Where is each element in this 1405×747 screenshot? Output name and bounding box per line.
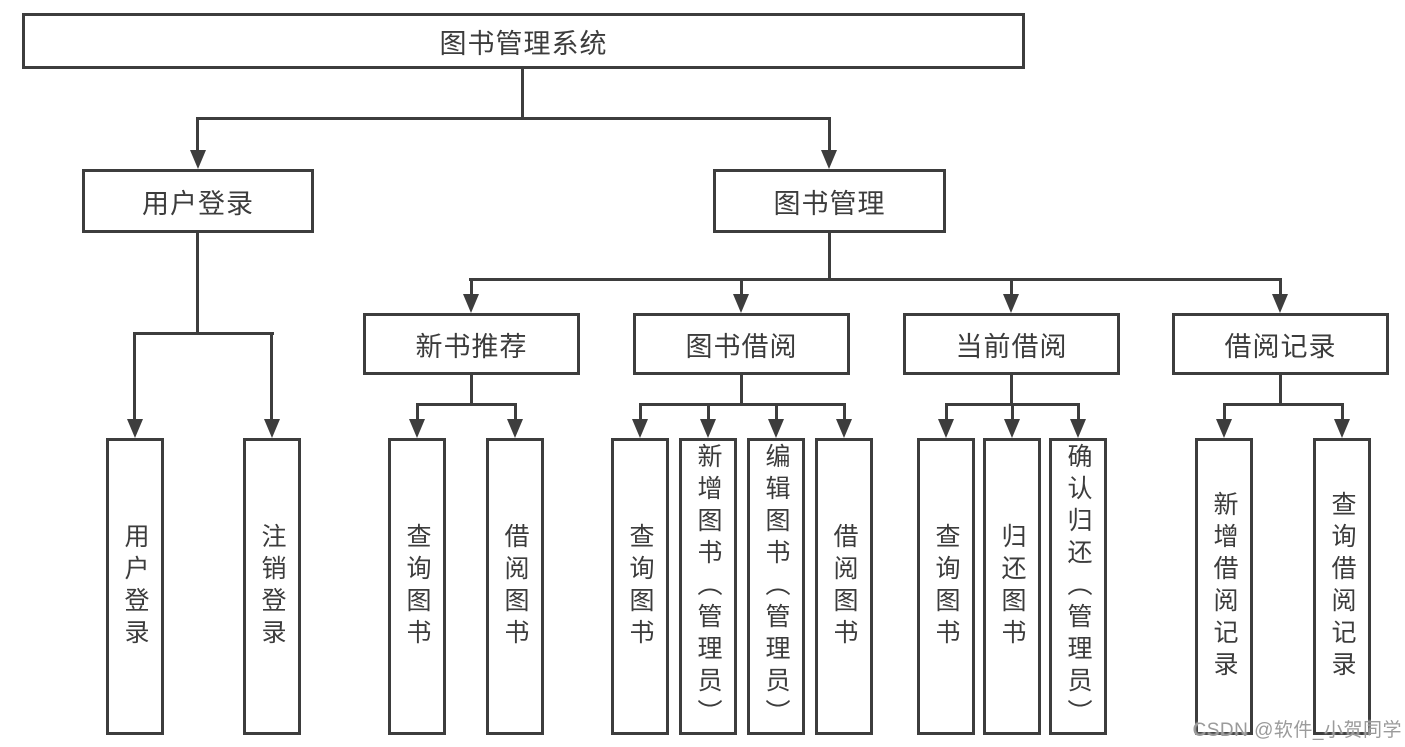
connector-to-new-book-recommend (470, 278, 473, 296)
arrow-down-icon (1004, 419, 1020, 438)
leaf-add-book-admin-label: 新增图书（管理员） (694, 442, 722, 731)
node-book-management: 图书管理 (713, 169, 946, 233)
leaf-user-login: 用户登录 (106, 438, 164, 735)
connector-level3-branch (469, 278, 1282, 281)
connector-borrowing-records-stem (1279, 373, 1282, 405)
node-user-login: 用户登录 (82, 169, 314, 233)
leaf-edit-book-admin-label: 编辑图书（管理员） (762, 442, 790, 731)
arrow-down-icon (190, 150, 206, 169)
node-borrowing-records: 借阅记录 (1172, 313, 1389, 375)
node-new-book-recommend: 新书推荐 (363, 313, 580, 375)
connector-to-book-management (828, 117, 831, 153)
connector-book-management-stem (828, 231, 831, 280)
arrow-down-icon (632, 419, 648, 438)
leaf-return-book-label: 归还图书 (998, 522, 1026, 651)
connector-book-borrowing-branch (639, 403, 846, 406)
leaf-confirm-return-admin: 确认归还（管理员） (1049, 438, 1107, 735)
leaf-query-book-1-label: 查询图书 (403, 522, 431, 651)
arrow-down-icon (409, 419, 425, 438)
connector-level2-branch (197, 117, 831, 120)
connector-to-leaf-add-book (707, 403, 710, 421)
leaf-query-book-1: 查询图书 (388, 438, 446, 735)
node-current-borrowing-label: 当前借阅 (955, 331, 1068, 362)
connector-to-leaf-query-book-2 (639, 403, 642, 421)
leaf-query-book-2-label: 查询图书 (626, 522, 654, 651)
connector-root-stem (521, 67, 524, 119)
arrow-down-icon (127, 419, 143, 438)
leaf-add-book-admin: 新增图书（管理员） (679, 438, 737, 735)
leaf-query-borrow-record: 查询借阅记录 (1313, 438, 1371, 735)
leaf-query-book-3: 查询图书 (917, 438, 975, 735)
connector-to-leaf-return-book (1011, 403, 1014, 421)
leaf-borrow-book-2: 借阅图书 (815, 438, 873, 735)
arrow-down-icon (733, 294, 749, 313)
connector-to-leaf-logout (270, 332, 273, 421)
arrow-down-icon (264, 419, 280, 438)
arrow-down-icon (1216, 419, 1232, 438)
connector-to-book-borrowing (740, 278, 743, 296)
leaf-user-login-label: 用户登录 (121, 522, 149, 651)
connector-to-leaf-confirm-return (1077, 403, 1080, 421)
connector-to-leaf-user-login (133, 332, 136, 421)
connector-current-borrowing-stem (1010, 373, 1013, 405)
connector-user-login-stem (196, 231, 199, 334)
connector-new-book-stem (470, 373, 473, 405)
arrow-down-icon (507, 419, 523, 438)
leaf-borrow-book-2-label: 借阅图书 (830, 522, 858, 651)
leaf-logout: 注销登录 (243, 438, 301, 735)
connector-to-leaf-borrow-book-2 (843, 403, 846, 421)
connector-to-current-borrowing (1010, 278, 1013, 296)
node-library-management-system: 图书管理系统 (22, 13, 1025, 69)
arrow-down-icon (1334, 419, 1350, 438)
leaf-borrow-book-1: 借阅图书 (486, 438, 544, 735)
arrow-down-icon (768, 419, 784, 438)
connector-book-borrowing-stem (740, 373, 743, 405)
arrow-down-icon (1003, 294, 1019, 313)
arrow-down-icon (836, 419, 852, 438)
leaf-add-borrow-record-label: 新增借阅记录 (1210, 490, 1238, 683)
arrow-down-icon (1070, 419, 1086, 438)
connector-to-leaf-add-record (1223, 403, 1226, 421)
connector-to-leaf-edit-book (775, 403, 778, 421)
node-borrowing-records-label: 借阅记录 (1224, 331, 1337, 362)
connector-to-user-login (196, 117, 199, 153)
leaf-query-borrow-record-label: 查询借阅记录 (1328, 490, 1356, 683)
connector-user-login-branch (133, 332, 274, 335)
arrow-down-icon (821, 150, 837, 169)
node-book-borrowing-label: 图书借阅 (685, 331, 798, 362)
leaf-return-book: 归还图书 (983, 438, 1041, 735)
connector-to-leaf-query-book-3 (945, 403, 948, 421)
csdn-watermark: CSDN @软件_小贺同学 (1192, 720, 1402, 741)
node-book-management-label: 图书管理 (773, 188, 886, 219)
arrow-down-icon (938, 419, 954, 438)
connector-to-leaf-borrow-book-1 (514, 403, 517, 421)
leaf-confirm-return-admin-label: 确认归还（管理员） (1064, 442, 1092, 731)
arrow-down-icon (700, 419, 716, 438)
leaf-query-book-3-label: 查询图书 (932, 522, 960, 651)
leaf-add-borrow-record: 新增借阅记录 (1195, 438, 1253, 735)
node-book-borrowing: 图书借阅 (633, 313, 850, 375)
connector-borrowing-records-branch (1223, 403, 1344, 406)
connector-to-borrowing-records (1279, 278, 1282, 296)
connector-to-leaf-query-book-1 (416, 403, 419, 421)
connector-new-book-branch (416, 403, 517, 406)
arrow-down-icon (1272, 294, 1288, 313)
leaf-logout-label: 注销登录 (258, 522, 286, 651)
node-current-borrowing: 当前借阅 (903, 313, 1120, 375)
leaf-edit-book-admin: 编辑图书（管理员） (747, 438, 805, 735)
connector-to-leaf-query-record (1341, 403, 1344, 421)
leaf-query-book-2: 查询图书 (611, 438, 669, 735)
arrow-down-icon (463, 294, 479, 313)
node-user-login-label: 用户登录 (142, 188, 254, 219)
leaf-borrow-book-1-label: 借阅图书 (501, 522, 529, 651)
node-new-book-recommend-label: 新书推荐 (415, 331, 528, 362)
node-library-management-system-label: 图书管理系统 (439, 28, 608, 59)
